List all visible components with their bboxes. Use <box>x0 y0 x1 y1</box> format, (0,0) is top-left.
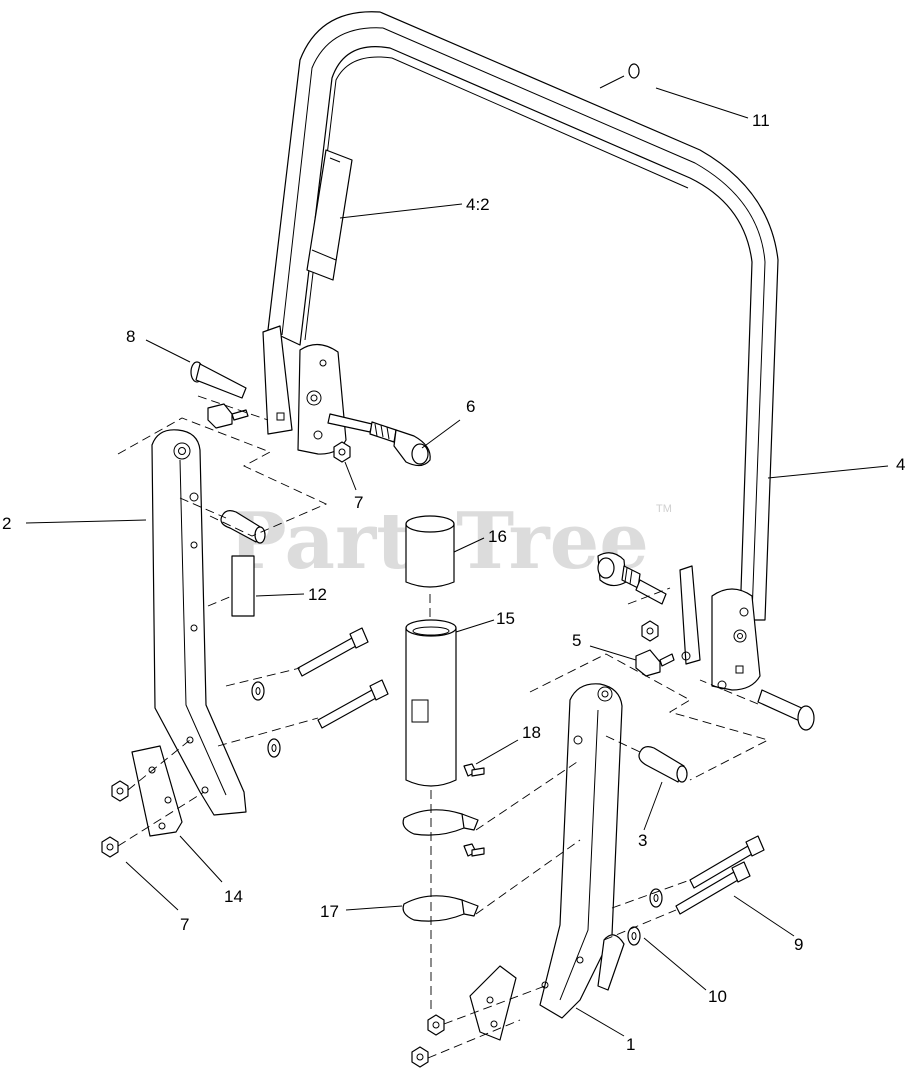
callout-17: 17 <box>320 902 339 921</box>
callout-6: 6 <box>466 397 475 416</box>
screws <box>463 763 485 857</box>
tube-cap <box>405 515 455 588</box>
spacer-right <box>638 746 688 783</box>
clamp-lower <box>402 895 479 922</box>
latch-pin-right <box>597 552 667 605</box>
callout-4: 4 <box>896 455 905 474</box>
washers <box>251 63 663 946</box>
callout-4-2: 4:2 <box>466 195 490 214</box>
callout-10: 10 <box>708 987 727 1006</box>
callout-3: 3 <box>638 831 647 850</box>
bolt-upper-left <box>190 361 247 399</box>
watermark-trademark: TM <box>656 503 672 515</box>
left-upright-tube <box>151 429 247 816</box>
knob-right <box>635 649 675 677</box>
long-bolts-right <box>675 835 765 915</box>
callout-18: 18 <box>522 723 541 742</box>
right-mount-plate <box>469 965 517 1041</box>
spacer-left <box>220 510 266 544</box>
callout-14: 14 <box>224 887 243 906</box>
callout-5: 5 <box>572 631 581 650</box>
callout-1: 1 <box>626 1035 635 1054</box>
assembly-dashed-lines <box>117 395 770 1059</box>
callout-15: 15 <box>496 609 515 628</box>
right-upright-tube <box>539 683 625 1019</box>
upper-left-pivot-plates <box>262 325 347 455</box>
decal-label <box>231 555 255 617</box>
lower-right-pivot-plates <box>679 565 761 691</box>
callout-7-upper: 7 <box>354 493 363 512</box>
callout-8: 8 <box>126 327 135 346</box>
clamp-upper <box>402 809 479 836</box>
callout-16: 16 <box>488 527 507 546</box>
callout-leaders <box>25 75 889 1037</box>
left-mount-plate <box>131 745 183 837</box>
callout-9: 9 <box>794 935 803 954</box>
latch-pin-left <box>327 413 431 467</box>
callout-2: 2 <box>2 514 11 533</box>
storage-tube <box>405 619 457 787</box>
knob-left <box>207 403 249 429</box>
callout-11: 11 <box>752 111 770 130</box>
roll-bar-hoop <box>267 11 779 621</box>
bolt-lower-right <box>757 689 815 731</box>
callout-12: 12 <box>308 585 327 604</box>
callout-7-lower: 7 <box>180 915 189 934</box>
nuts <box>101 441 659 1068</box>
callout-labels: 1 2 3 4 4:2 5 6 7 7 8 9 10 11 12 14 15 1… <box>2 111 905 1054</box>
long-bolts-left <box>297 627 389 729</box>
